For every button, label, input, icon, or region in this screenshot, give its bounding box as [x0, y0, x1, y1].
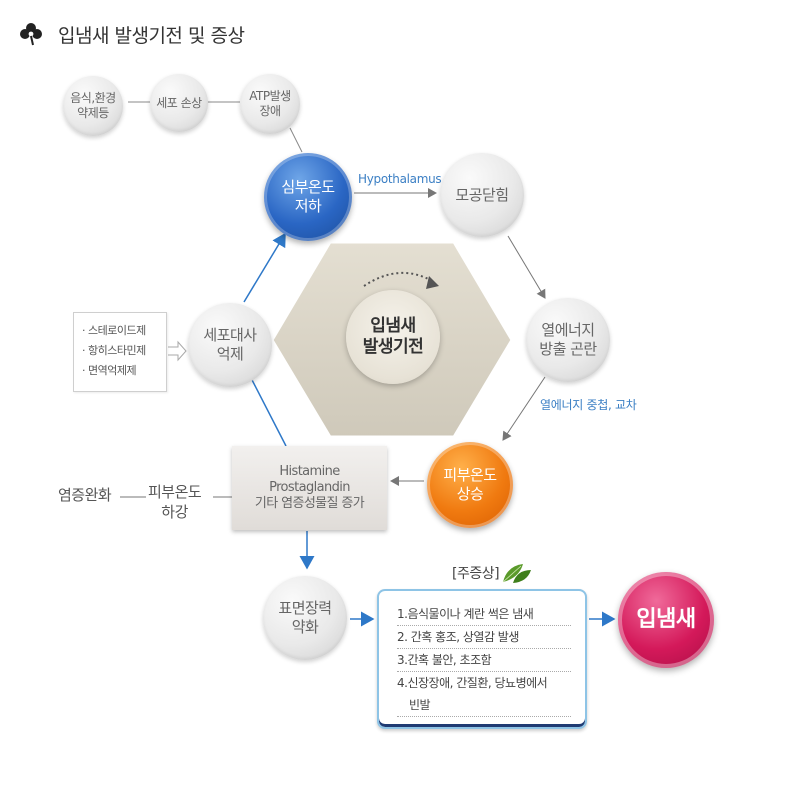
- hypothalamus-label: Hypothalamus: [358, 172, 442, 186]
- node-cell-damage-label: 세포 손상: [156, 95, 202, 110]
- inflammation-relief: 염증완화: [58, 486, 112, 504]
- drug-item: · 항히스타민제: [82, 344, 146, 357]
- arrow-pore-to-heat: [507, 235, 546, 299]
- histamine-line3: 기타 염증성물질 증가: [254, 496, 365, 512]
- page-title: 입냄새 발생기전 및 증상: [18, 20, 245, 48]
- symptom-item: 3.간혹 불안, 초조함: [397, 649, 571, 672]
- node-core-temp-line1: 심부온도: [281, 178, 335, 197]
- symptoms-heading-text: [주증상]: [452, 566, 500, 582]
- node-atp-line2: 장애: [259, 104, 281, 118]
- node-skin-temp-line2: 상승: [456, 485, 484, 503]
- symptom-item: 4.신장장애, 간질환, 당뇨병에서: [397, 676, 548, 690]
- node-atp-line1: ATP발생: [249, 89, 291, 103]
- skin-temp-down-line1: 피부온도: [148, 483, 202, 501]
- node-skin-temp-line1: 피부온도: [443, 466, 497, 485]
- symptoms-box: 1.음식물이나 계란 썩은 냄새 2. 간혹 홍조, 상열감 발생 3.간혹 불…: [377, 589, 587, 729]
- line-histamine-to-cell: [249, 375, 287, 447]
- drug-item: · 스테로이드제: [82, 324, 146, 337]
- symptoms-heading: [주증상]: [452, 562, 533, 584]
- clover-icon: [20, 23, 42, 46]
- skin-temp-down-line2: 하강: [161, 502, 188, 521]
- node-core-temp-line2: 저하: [294, 197, 322, 215]
- node-pore-closed: 모공닫힘: [440, 153, 524, 237]
- symptom-item-continued: 빈발: [397, 694, 571, 717]
- drug-item: · 면역억제제: [82, 364, 137, 377]
- center-line1: 입냄새: [370, 315, 416, 336]
- node-cell-damage: 세포 손상: [150, 74, 208, 132]
- node-heat-line2: 방출 곤란: [539, 340, 597, 358]
- hollow-arrow: [168, 340, 187, 362]
- arrow-heat-to-skin: [502, 376, 546, 441]
- drug-list-box: · 스테로이드제 · 항히스타민제 · 면역억제제: [73, 312, 167, 392]
- histamine-box: Histamine Prostaglandin 기타 염증성물질 증가: [232, 446, 387, 530]
- node-surface-line1: 표면장력: [278, 599, 332, 618]
- heat-overlap-label: 열에너지 중첩, 교차: [540, 398, 637, 412]
- result-label: 입냄새: [636, 607, 696, 633]
- leaf-icon: [502, 564, 532, 583]
- node-food-environment-line2: 약제등: [77, 106, 109, 120]
- histamine-line2: Prostaglandin: [269, 479, 350, 495]
- histamine-line1: Histamine: [279, 463, 340, 479]
- symptom-item: 2. 간혹 홍조, 상열감 발생: [397, 626, 571, 649]
- connector-line: [289, 127, 303, 153]
- symptom-item: 1.음식물이나 계란 썩은 냄새: [397, 603, 571, 626]
- arrow-cell-to-core: [243, 232, 286, 303]
- node-heat-line1: 열에너지: [541, 321, 595, 340]
- result-bad-breath: 입냄새: [618, 572, 714, 668]
- node-pore-closed-label: 모공닫힘: [455, 185, 509, 204]
- title-text: 입냄새 발생기전 및 증상: [58, 24, 245, 47]
- node-cell-metab-line1: 세포대사: [203, 326, 257, 345]
- dotted-arc-arrowhead: [426, 276, 439, 289]
- node-cell-metab-line2: 억제: [216, 345, 244, 363]
- node-food-environment-line1: 음식,환경: [70, 91, 116, 105]
- center-line2: 발생기전: [362, 337, 424, 357]
- skin-temp-down: 피부온도 하강: [148, 483, 202, 522]
- node-surface-line2: 약화: [291, 618, 319, 636]
